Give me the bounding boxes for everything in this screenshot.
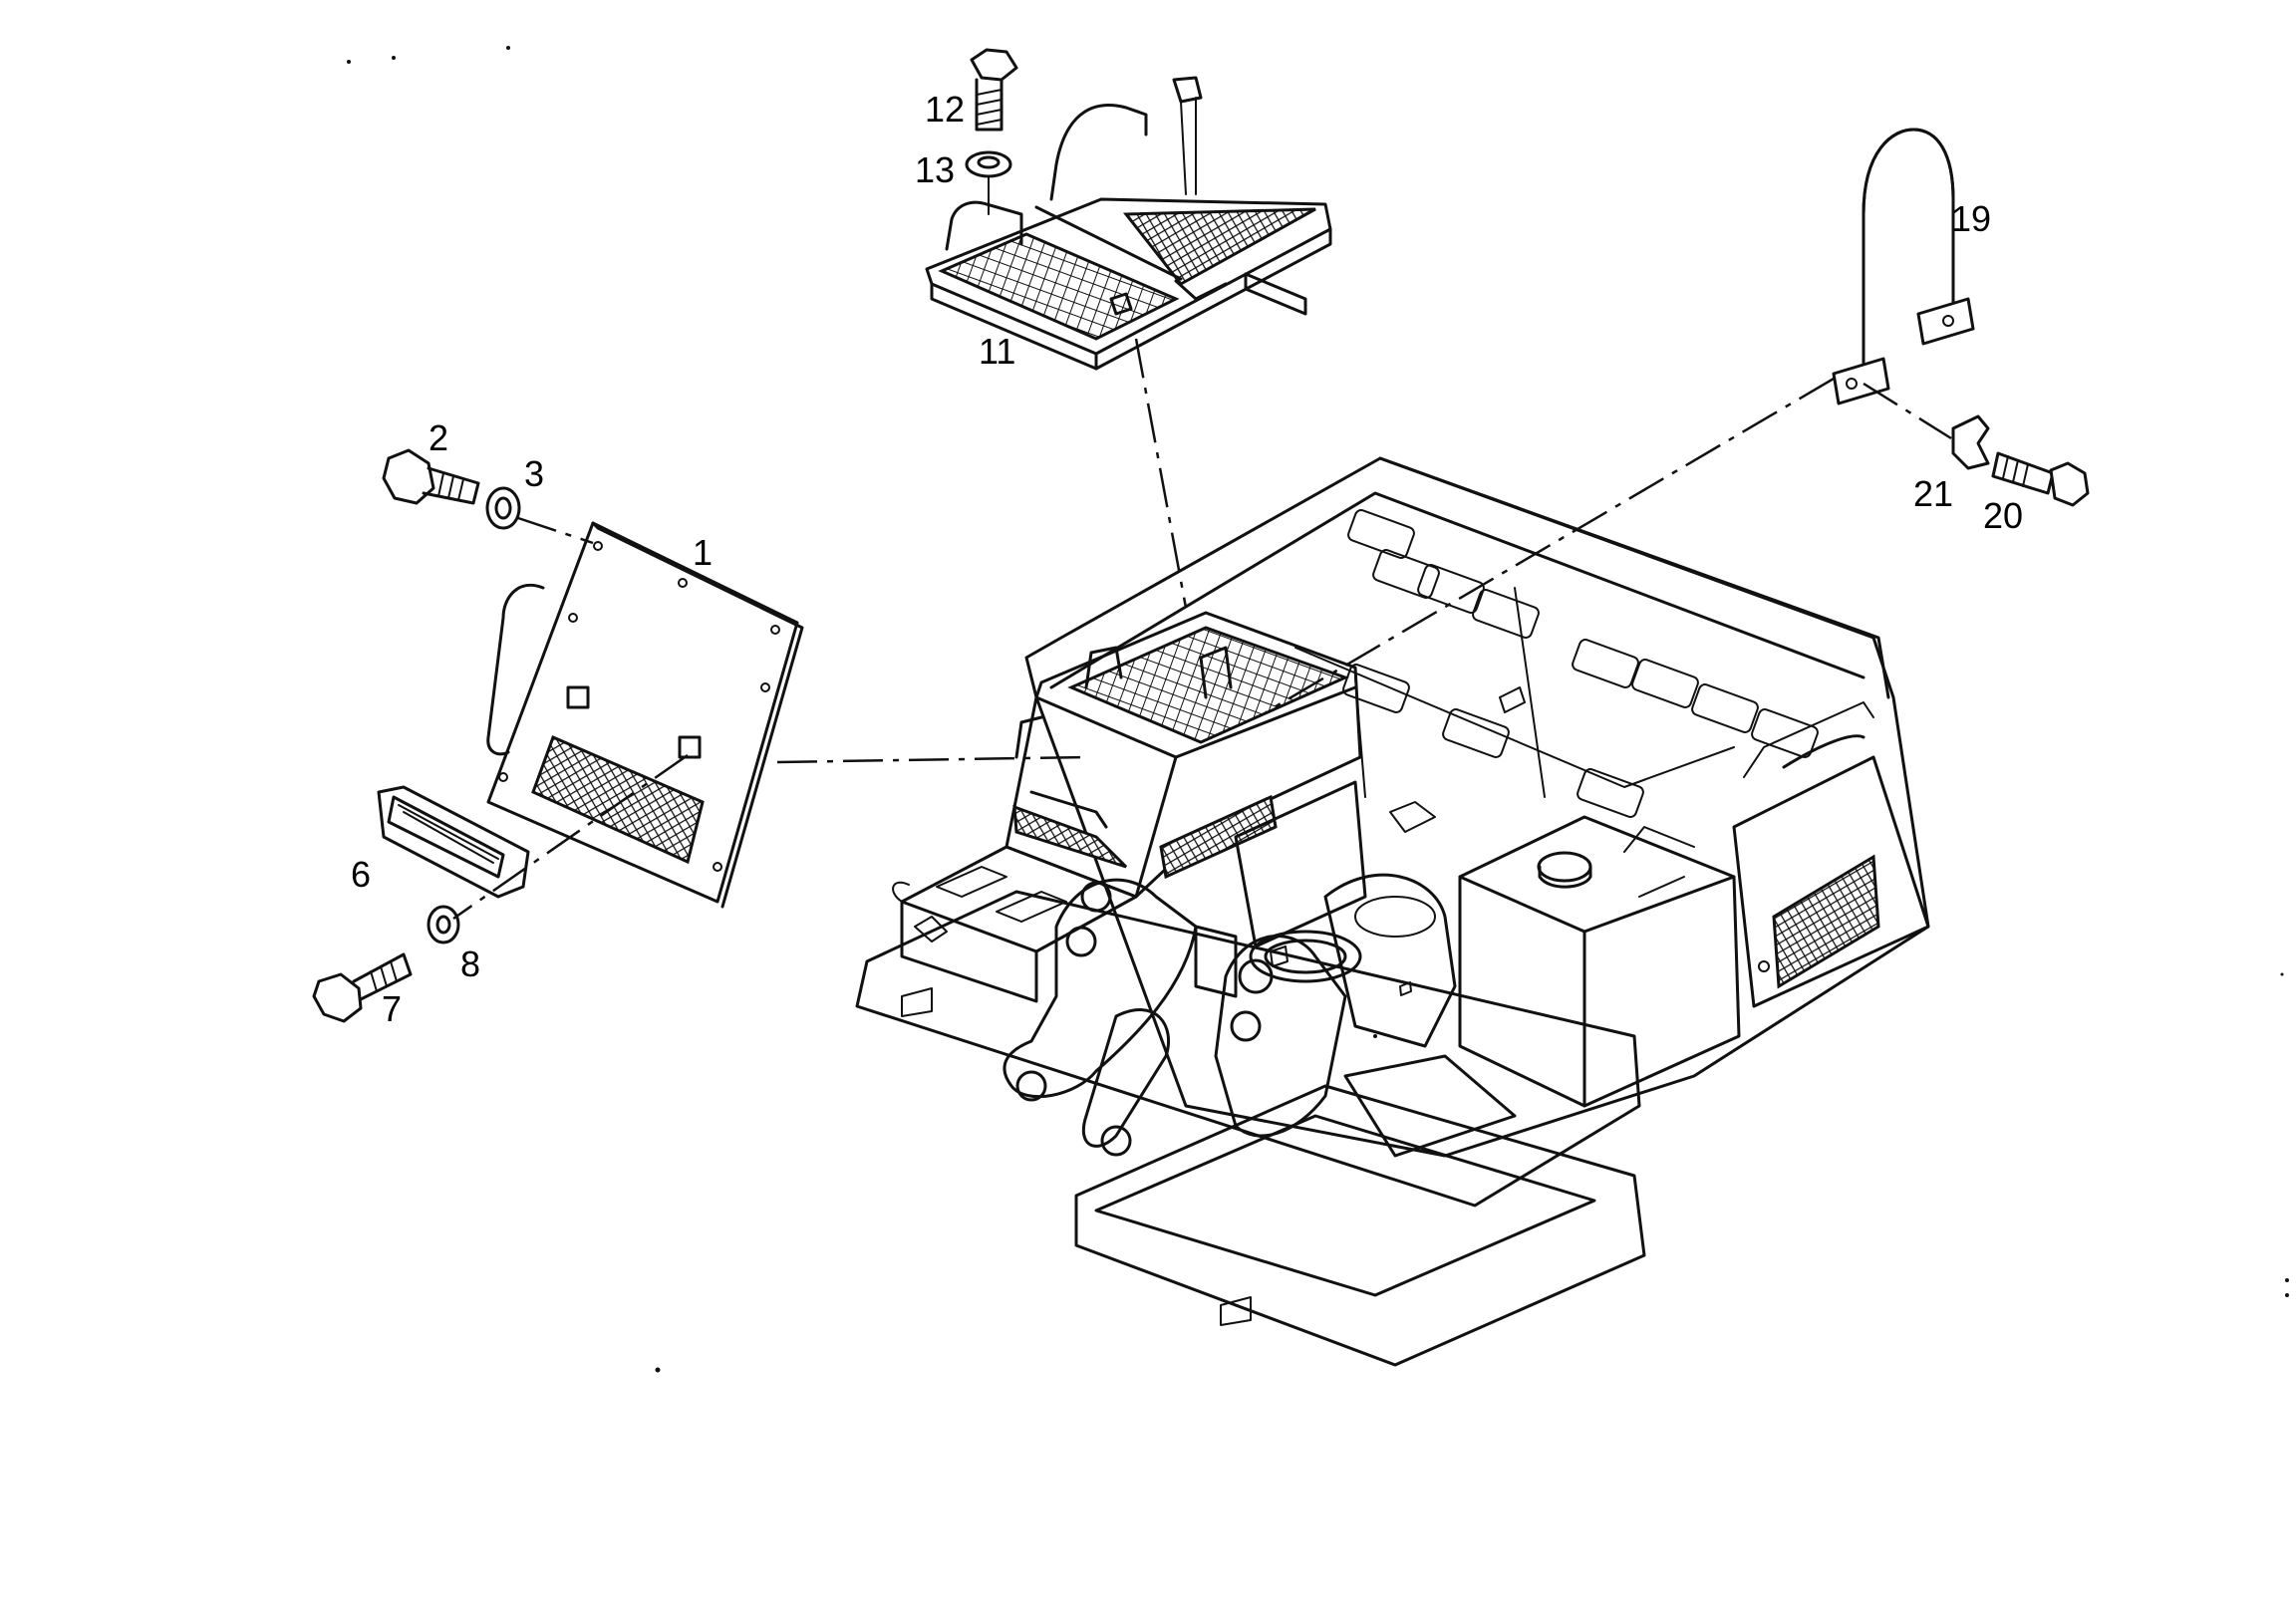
clip-part-21 (1951, 414, 1990, 470)
side-door-part-1 (486, 521, 804, 909)
callout-6: 6 (351, 854, 371, 895)
bolt-part-12 (970, 48, 1018, 132)
bolt-part-7 (312, 952, 413, 1023)
step-part-6 (377, 785, 530, 899)
callout-3: 3 (524, 453, 544, 494)
washer-part-8 (427, 905, 460, 944)
callout-20: 20 (1983, 495, 2023, 536)
washer-part-13 (965, 150, 1012, 178)
callout-2: 2 (429, 417, 448, 458)
callout-11: 11 (979, 331, 1015, 372)
callout-8: 8 (460, 944, 480, 984)
callout-13: 13 (915, 149, 955, 190)
scan-specks (347, 46, 2289, 1373)
bolt-part-2 (382, 448, 480, 505)
callout-labels: 1 2 3 6 7 8 11 12 13 19 20 21 (351, 89, 2023, 1029)
walkway-grating-part-11 (925, 76, 1332, 371)
callout-12: 12 (925, 89, 965, 130)
leader-lines (452, 338, 1952, 921)
bolt-part-20 (1991, 451, 2090, 507)
callout-19: 19 (1951, 198, 1991, 239)
callout-7: 7 (382, 988, 402, 1029)
handrail-part-19 (1832, 128, 1975, 405)
washer-part-3 (485, 486, 521, 530)
callout-21: 21 (1913, 473, 1953, 514)
callout-1: 1 (693, 532, 713, 573)
machine-body (855, 456, 1930, 1367)
